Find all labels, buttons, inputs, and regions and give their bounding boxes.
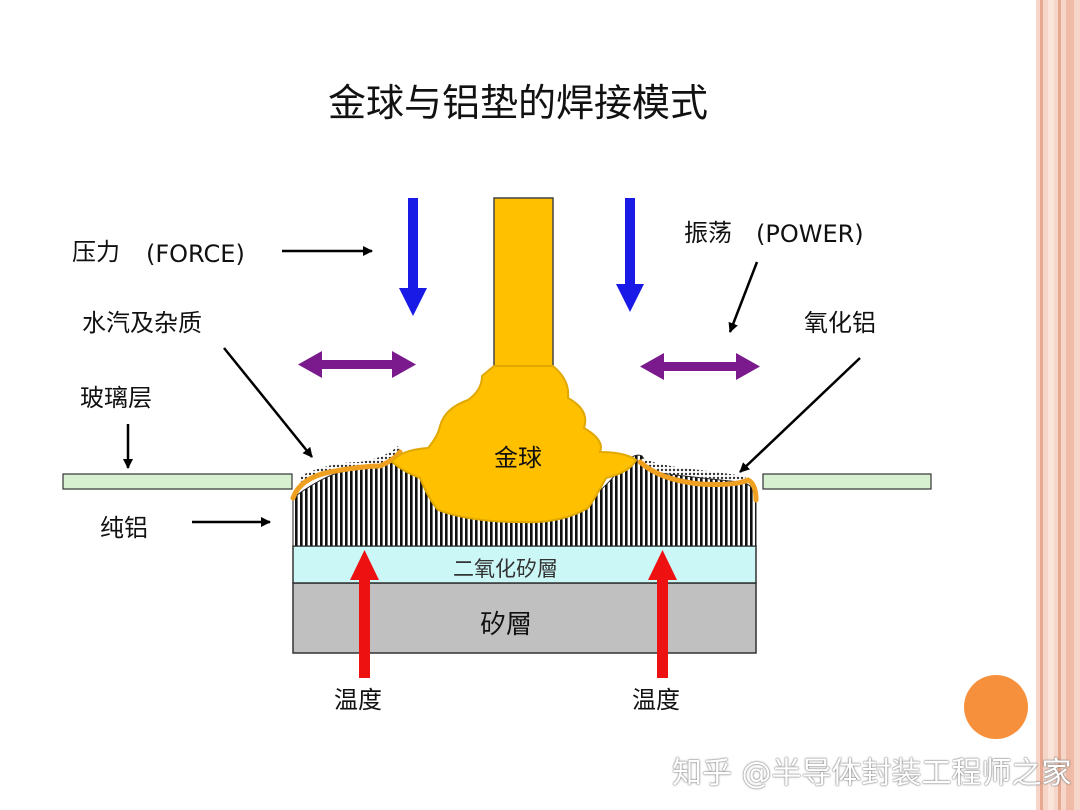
- alumina-label: 氧化铝: [804, 309, 876, 337]
- force-arrow-right: [616, 198, 644, 312]
- alumina-pointer-arrow: [739, 357, 861, 473]
- power-pointer-arrow: [728, 261, 759, 333]
- force-en-label: (FORCE): [146, 240, 245, 268]
- force-label: 压力: [72, 238, 120, 266]
- power-label: 振荡: [684, 219, 732, 247]
- silicon-layer: [292, 582, 757, 654]
- sio2-label: 二氧化矽層: [453, 557, 558, 581]
- alumina-line-right: [637, 459, 759, 503]
- alumina-line-left: [290, 449, 403, 501]
- temp-left-label: 温度: [334, 686, 382, 714]
- glass-layer-right: [762, 473, 932, 490]
- orange-circle-decor: [964, 675, 1028, 739]
- gold-ball: [390, 365, 638, 524]
- heat-arrow-left: [350, 550, 379, 678]
- watermark: 知乎 @半导体封装工程师之家: [672, 756, 1072, 791]
- moisture-right: [640, 458, 746, 482]
- silicon-label: 矽層: [480, 610, 533, 640]
- temp-right-label: 温度: [632, 686, 680, 714]
- force-arrow-left: [399, 198, 427, 316]
- heat-arrow-right: [648, 550, 677, 678]
- glass-layer-left: [62, 473, 293, 490]
- glass-label: 玻璃层: [80, 384, 152, 412]
- moisture-label: 水汽及杂质: [82, 309, 202, 337]
- power-arrow-right: [640, 353, 760, 380]
- gold-ball-label: 金球: [494, 444, 542, 472]
- gold-wire: [493, 197, 554, 369]
- page-title: 金球与铝垫的焊接模式: [327, 81, 708, 125]
- moisture-pointer-arrow: [223, 347, 313, 458]
- right-border: [1036, 0, 1080, 810]
- pure-al-label: 纯铝: [100, 514, 148, 542]
- power-en-label: (POWER): [756, 220, 864, 248]
- power-arrow-left: [298, 351, 416, 378]
